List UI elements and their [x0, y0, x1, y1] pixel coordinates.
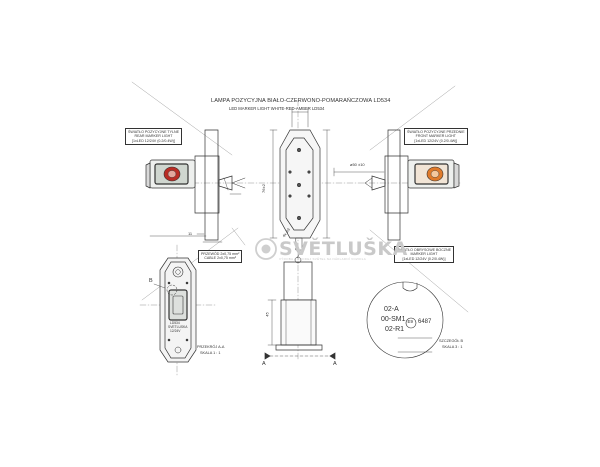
lamp-label-1: LD534	[170, 321, 180, 325]
section-aa	[153, 257, 197, 363]
callout-side-line-3: [1xLED 12/24V (0.2/0.4W)]	[402, 256, 446, 261]
section-aa-title: PRZEKRÓJ A-A	[197, 345, 225, 349]
bottom-view	[264, 250, 336, 360]
marking-4: 6487	[418, 319, 432, 325]
marking-3: 02-R1	[385, 326, 405, 333]
watermark-logo	[255, 238, 277, 260]
dim-width: 11	[188, 231, 193, 236]
dim-depth: 45	[264, 312, 270, 317]
marking-1: 02-A	[384, 306, 399, 313]
front-side-view	[333, 129, 460, 241]
callout-front-line-1: ŚWIATŁO POZYCYJNE PRZEDNIE	[407, 130, 465, 134]
callout-rear-line-1: ŚWIATŁO POZYCYJNE TYLNE	[128, 130, 179, 134]
callout-side-line-2: MARKER LIGHT	[410, 252, 438, 257]
watermark-tagline: VÝROBA A PRODEJ SVĚTEL NA NÁKLADNÍ VOZID…	[279, 257, 367, 261]
callout-rear-line-2: REAR MARKER LIGHT	[134, 134, 173, 139]
callout-rear-light: ŚWIATŁO POZYCYJNE TYLNE REAR MARKER LIGH…	[125, 128, 182, 146]
detail-b-title: SZCZEGÓŁ B	[439, 339, 464, 343]
drawing-title: LAMPA POZYCYJNA BIAŁO-CZERWONO-POMARAŃCZ…	[211, 98, 391, 104]
lamp-label-2: SVETLUSKA	[168, 325, 188, 329]
callout-side-light: ŚWIATŁO OBRYSOWE BOCZNE MARKER LIGHT [1x…	[394, 246, 454, 264]
detail-marker-b: B	[149, 278, 153, 284]
rear-side-view	[145, 129, 246, 243]
lamp-label-3: 12/24V	[170, 329, 181, 333]
callout-front-light: ŚWIATŁO POZYCYJNE PRZEDNIE FRONT MARKER …	[404, 128, 468, 146]
dim-height: 76±2	[260, 184, 266, 193]
watermark-text: SVĚTLUŠKA	[279, 238, 408, 260]
construction-lines	[131, 81, 469, 313]
callout-front-line-3: [1xLED 12/24V (0.2/0.4W)]	[414, 138, 458, 143]
marking-2: 00-SM1	[381, 316, 406, 323]
front-view	[269, 107, 331, 251]
callout-front-line-2: FRONT MARKER LIGHT	[415, 134, 456, 139]
cable-line-2: CABLE 2x0,75 mm²	[204, 256, 237, 261]
callout-cable: PRZEWÓD 2x0,75 mm² CABLE 2x0,75 mm²	[198, 250, 243, 263]
approval-mark: E9	[407, 319, 414, 324]
detail-b-scale: SKALA 3 : 1	[442, 345, 463, 349]
section-marker-a-right: A	[333, 361, 337, 367]
drawing-subtitle: LED MARKER LIGHT WHITE-RED-AMBER LD534	[229, 106, 325, 111]
callout-side-line-1: ŚWIATŁO OBRYSOWE BOCZNE	[397, 248, 451, 252]
callout-rear-line-3: [1xLED 12/24V (0.2/0.4W)]	[132, 138, 175, 143]
section-aa-scale: SKALA 1 : 1	[200, 351, 221, 355]
detail-b	[366, 281, 444, 359]
section-marker-a-left: A	[262, 361, 266, 367]
cable-line-1: PRZEWÓD 2x0,75 mm²	[201, 252, 240, 256]
dim-mount: ø50 ±10	[350, 162, 365, 167]
